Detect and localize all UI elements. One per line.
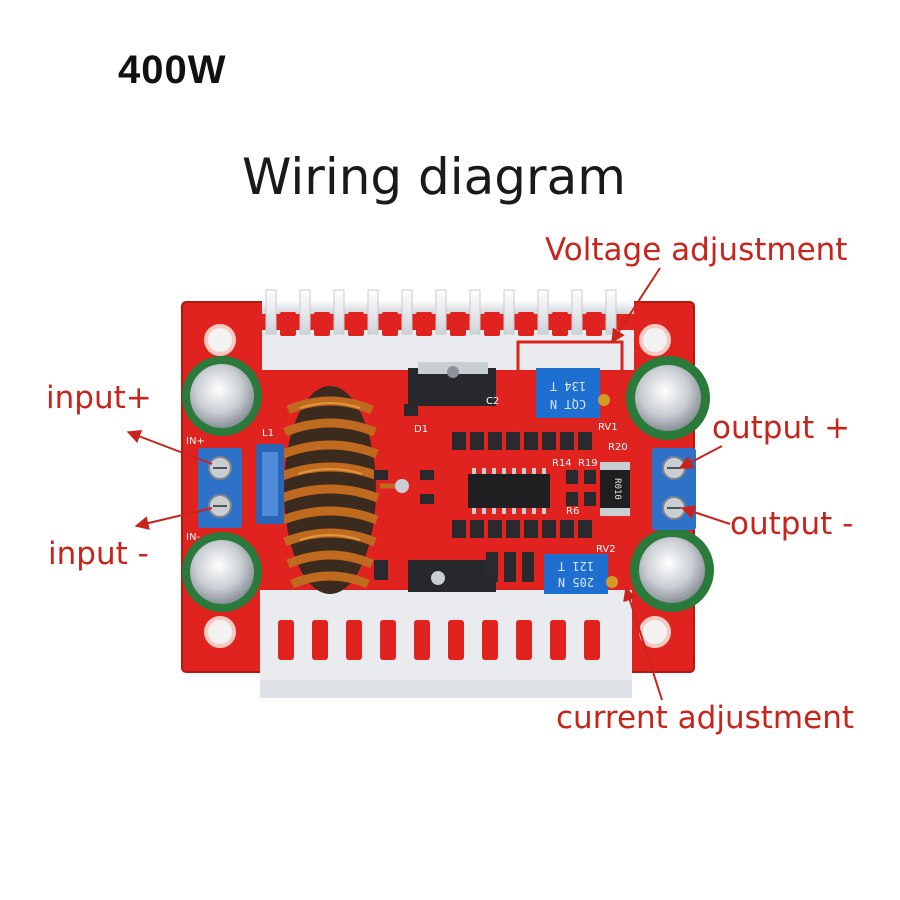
mounting-hole [639, 324, 671, 356]
toroid-inductor [280, 386, 409, 594]
silk-r19: R19 [578, 458, 598, 469]
mosfet-bottom [408, 560, 496, 592]
input-plus-label: input+ [46, 380, 152, 416]
input-plus-arrow [126, 429, 213, 465]
voltage-pot-marking-1: 134 T [550, 379, 586, 393]
sense-resistor: R010 [600, 462, 630, 516]
diagram-title: Wiring diagram [242, 148, 626, 206]
input-diode [256, 444, 284, 524]
output-plus-label: output + [712, 410, 851, 446]
silk-in-plus: IN+ [186, 436, 205, 447]
silk-rv2: RV2 [596, 544, 616, 555]
capacitor-top-right [626, 356, 710, 440]
silk-c2: C2 [486, 396, 499, 407]
voltage-potentiometer: 134 T CQT N [536, 368, 610, 418]
mounting-hole [204, 324, 236, 356]
capacitor-bottom-left [182, 532, 262, 612]
silk-in-minus: IN- [186, 532, 200, 543]
silkscreen-labels: RV1 RV2 R20 R19 R14 R6 D1 C2 IN+ IN- L1 [186, 396, 628, 555]
silk-d1: D1 [414, 424, 428, 435]
voltage-adjust-highlight-box [516, 340, 624, 428]
voltage-pot-marking-2: CQT N [550, 397, 586, 411]
input-terminal-block [198, 448, 242, 528]
output-minus-arrow [680, 505, 731, 525]
capacitor-top-left [182, 356, 262, 436]
silk-l1: L1 [262, 428, 274, 439]
sense-resistor-marking: R010 [612, 478, 622, 500]
output-plus-arrow [678, 445, 723, 469]
smd-small-parts [374, 404, 596, 582]
output-terminal-block [652, 448, 696, 530]
voltage-adjustment-arrow [611, 267, 661, 344]
control-ic [468, 468, 550, 514]
current-pot-marking-2: 205 N [558, 575, 594, 589]
current-pot-marking-1: 121 T [558, 559, 594, 573]
voltage-adjustment-label: Voltage adjustment [545, 232, 848, 268]
silk-r14: R14 [552, 458, 572, 469]
silk-r6: R6 [566, 506, 579, 517]
input-minus-arrow [134, 507, 213, 530]
mounting-hole [639, 616, 671, 648]
input-minus-label: input - [48, 536, 149, 572]
silk-r20: R20 [608, 442, 628, 453]
smd-resistor-row-top [452, 432, 592, 450]
capacitor-bottom-right [630, 528, 714, 612]
current-adjustment-label: current adjustment [556, 700, 854, 736]
power-rating-badge: 400W [118, 48, 227, 92]
current-adjustment-arrow [623, 586, 663, 701]
mounting-hole [204, 616, 236, 648]
output-minus-label: output - [730, 506, 854, 542]
smd-resistor-row-bottom [452, 520, 592, 538]
top-heatsink [262, 289, 634, 370]
silk-rv1: RV1 [598, 422, 618, 433]
mosfet-top [408, 362, 496, 406]
current-potentiometer: 121 T 205 N [544, 554, 618, 594]
bottom-heatsink [260, 590, 632, 698]
